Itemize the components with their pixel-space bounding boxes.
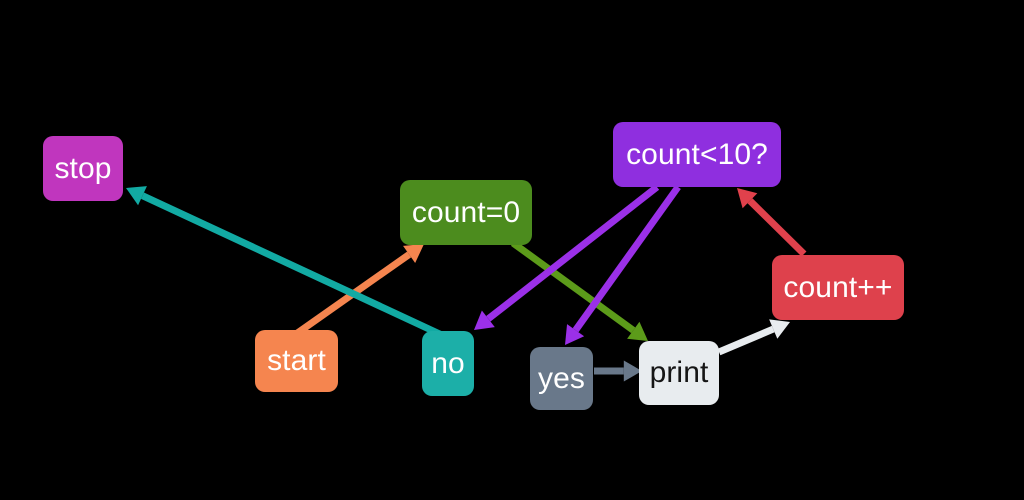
node-label: stop: [54, 151, 112, 185]
arrow-head-icon: [627, 321, 648, 341]
node-label: start: [267, 344, 326, 377]
arrow-head-icon: [769, 319, 790, 339]
node-countpp[interactable]: count++: [772, 255, 904, 320]
edge-count0-print: [510, 240, 648, 341]
edge-no-stop: [126, 186, 446, 340]
node-count0[interactable]: count=0: [400, 180, 532, 245]
edge-line: [747, 198, 807, 257]
node-label: count=0: [411, 195, 521, 229]
node-stop[interactable]: stop: [43, 136, 123, 201]
edge-yes-print: [594, 360, 642, 382]
arrow-head-icon: [565, 324, 585, 345]
node-yes[interactable]: yes: [530, 347, 593, 410]
edge-cond-yes: [565, 184, 681, 345]
arrow-head-icon: [126, 186, 147, 206]
node-print[interactable]: print: [639, 341, 719, 405]
edge-cond-no: [474, 184, 660, 330]
node-start[interactable]: start: [255, 330, 338, 392]
edge-line: [572, 184, 681, 333]
edge-countpp-cond: [737, 188, 807, 257]
edge-line: [141, 192, 446, 340]
arrow-head-icon: [623, 360, 642, 382]
edge-line: [717, 325, 775, 356]
node-no[interactable]: no: [422, 331, 474, 396]
node-label: count<10?: [626, 137, 768, 171]
edge-print-countpp: [717, 319, 790, 356]
arrow-head-icon: [737, 188, 758, 209]
arrow-head-icon: [403, 244, 424, 264]
node-cond[interactable]: count<10?: [613, 122, 781, 187]
arrow-head-icon: [474, 310, 495, 330]
edge-line: [486, 184, 660, 322]
edge-line: [510, 240, 636, 334]
node-label: no: [431, 346, 465, 380]
node-label: yes: [538, 361, 585, 395]
node-label: print: [649, 356, 709, 389]
node-label: count++: [783, 270, 893, 304]
